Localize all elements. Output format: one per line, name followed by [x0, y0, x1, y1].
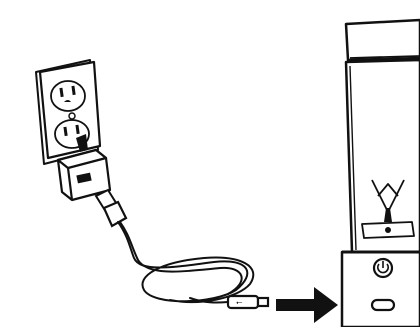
wall-outlet-icon — [35, 59, 102, 165]
adapter-usb-port — [76, 172, 92, 184]
outlet-receptacle-top — [50, 80, 86, 112]
blender-icon — [340, 18, 420, 327]
usb-cable-icon: ⭠ — [94, 188, 270, 310]
micro-usb-plug: ⭠ — [226, 294, 270, 310]
charging-port-icon — [370, 298, 396, 312]
svg-text:⭠: ⭠ — [236, 298, 243, 307]
blade-assembly — [361, 179, 415, 239]
power-icon — [372, 257, 394, 279]
usb-a-plug — [94, 188, 128, 228]
blender-jar — [344, 58, 420, 254]
usb-power-adapter-icon — [56, 134, 112, 202]
right-arrow-icon — [276, 287, 338, 323]
blender-lid — [344, 18, 420, 62]
